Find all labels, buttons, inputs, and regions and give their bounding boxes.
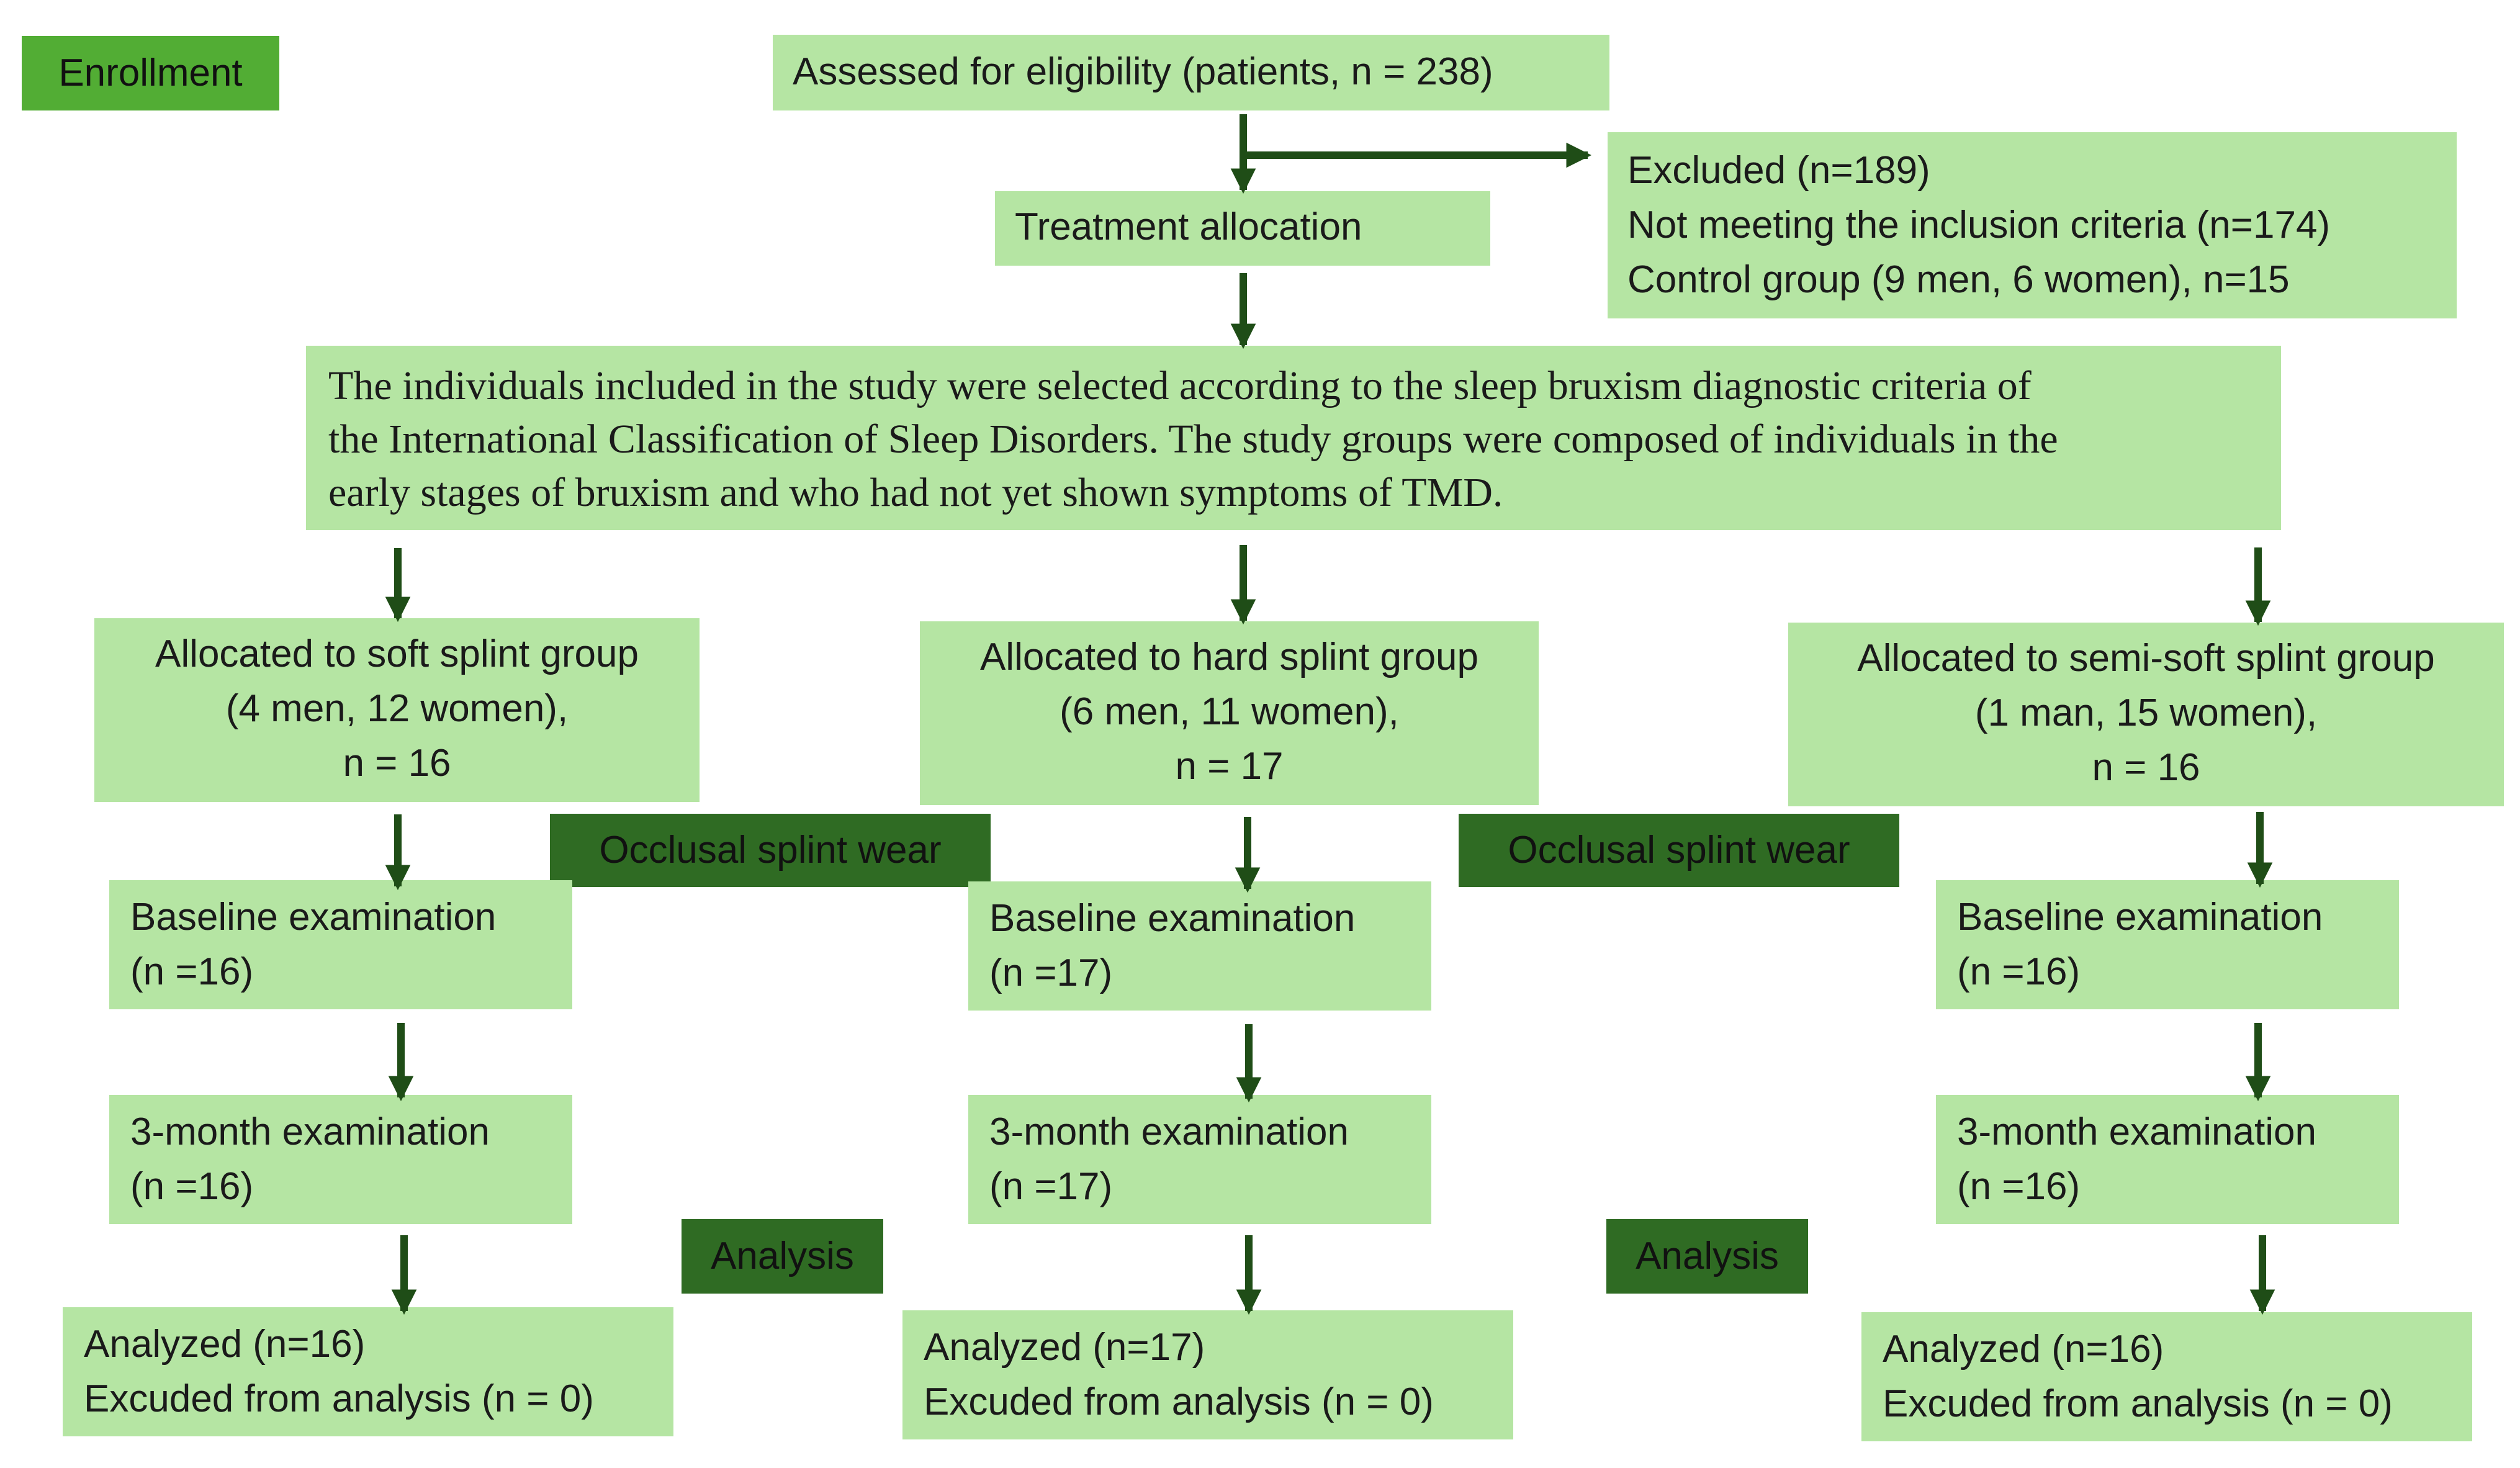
soft-analyzed-count: Analyzed (n=16) xyxy=(84,1323,366,1366)
semisoft-three-month-box: 3-month examination (n =16) xyxy=(1936,1095,2399,1224)
semisoft-analyzed-box: Analyzed (n=16) Excuded from analysis (n… xyxy=(1861,1312,2472,1441)
excluded-inclusion-criteria: Not meeting the inclusion criteria (n=17… xyxy=(1627,204,2331,246)
hard-analyzed-box: Analyzed (n=17) Excuded from analysis (n… xyxy=(902,1310,1513,1439)
semisoft-analyzed-count: Analyzed (n=16) xyxy=(1883,1328,2164,1371)
semisoft-allocated-title: Allocated to semi-soft splint group xyxy=(1857,637,2435,680)
soft-allocated-n: n = 16 xyxy=(343,742,451,785)
soft-baseline-box: Baseline examination (n =16) xyxy=(109,880,572,1009)
soft-three-month-n: (n =16) xyxy=(130,1165,254,1208)
criteria-box: The individuals included in the study we… xyxy=(306,346,2281,530)
eligibility-box: Assessed for eligibility (patients, n = … xyxy=(773,35,1609,110)
soft-analyzed-box: Analyzed (n=16) Excuded from analysis (n… xyxy=(63,1307,673,1436)
criteria-line-2: the International Classification of Slee… xyxy=(328,417,2058,462)
analysis-label-right: Analysis xyxy=(1606,1219,1808,1294)
semisoft-baseline-title: Baseline examination xyxy=(1957,896,2323,939)
semisoft-allocated-n: n = 16 xyxy=(2092,746,2200,789)
criteria-line-1: The individuals included in the study we… xyxy=(328,363,2032,408)
soft-baseline-n: (n =16) xyxy=(130,950,254,993)
soft-allocated-box: Allocated to soft splint group (4 men, 1… xyxy=(94,618,700,802)
enrollment-label: Enrollment xyxy=(22,36,279,110)
eligibility-text: Assessed for eligibility (patients, n = … xyxy=(793,50,1493,93)
analysis-label-left: Analysis xyxy=(682,1219,883,1294)
hard-analyzed-count: Analyzed (n=17) xyxy=(924,1326,1205,1369)
allocation-text: Treatment allocation xyxy=(1015,205,1362,248)
soft-three-month-box: 3-month examination (n =16) xyxy=(109,1095,572,1224)
hard-three-month-box: 3-month examination (n =17) xyxy=(968,1095,1431,1224)
excluded-count: Excluded (n=189) xyxy=(1627,149,1930,192)
excluded-box: Excluded (n=189) Not meeting the inclusi… xyxy=(1608,132,2457,318)
hard-excluded-from-analysis: Excuded from analysis (n = 0) xyxy=(924,1380,1434,1423)
soft-baseline-title: Baseline examination xyxy=(130,896,497,939)
soft-excluded-from-analysis: Excuded from analysis (n = 0) xyxy=(84,1377,594,1420)
semisoft-baseline-box: Baseline examination (n =16) xyxy=(1936,880,2399,1009)
occlusal-splint-wear-label-left: Occlusal splint wear xyxy=(550,814,991,887)
hard-allocated-box: Allocated to hard splint group (6 men, 1… xyxy=(920,621,1539,805)
hard-three-month-title: 3-month examination xyxy=(989,1110,1349,1153)
soft-allocated-demographics: (4 men, 12 women), xyxy=(225,687,569,730)
allocation-box: Treatment allocation xyxy=(995,191,1490,266)
occlusal-splint-wear-label-right: Occlusal splint wear xyxy=(1459,814,1899,887)
semisoft-three-month-title: 3-month examination xyxy=(1957,1110,2316,1153)
soft-three-month-title: 3-month examination xyxy=(130,1110,490,1153)
hard-baseline-n: (n =17) xyxy=(989,952,1113,994)
hard-allocated-demographics: (6 men, 11 women), xyxy=(1060,690,1399,733)
semisoft-allocated-box: Allocated to semi-soft splint group (1 m… xyxy=(1788,623,2504,806)
hard-baseline-box: Baseline examination (n =17) xyxy=(968,881,1431,1011)
hard-allocated-title: Allocated to hard splint group xyxy=(979,636,1479,678)
criteria-line-3: early stages of bruxism and who had not … xyxy=(328,470,1503,515)
semisoft-allocated-demographics: (1 man, 15 women), xyxy=(1974,691,2318,734)
semisoft-excluded-from-analysis: Excuded from analysis (n = 0) xyxy=(1883,1382,2393,1425)
soft-allocated-title: Allocated to soft splint group xyxy=(155,633,639,675)
semisoft-three-month-n: (n =16) xyxy=(1957,1165,2081,1208)
hard-three-month-n: (n =17) xyxy=(989,1165,1113,1208)
hard-baseline-title: Baseline examination xyxy=(989,897,1356,940)
semisoft-baseline-n: (n =16) xyxy=(1957,950,2081,993)
hard-allocated-n: n = 17 xyxy=(1175,745,1284,788)
excluded-control-group: Control group (9 men, 6 women), n=15 xyxy=(1627,258,2290,301)
